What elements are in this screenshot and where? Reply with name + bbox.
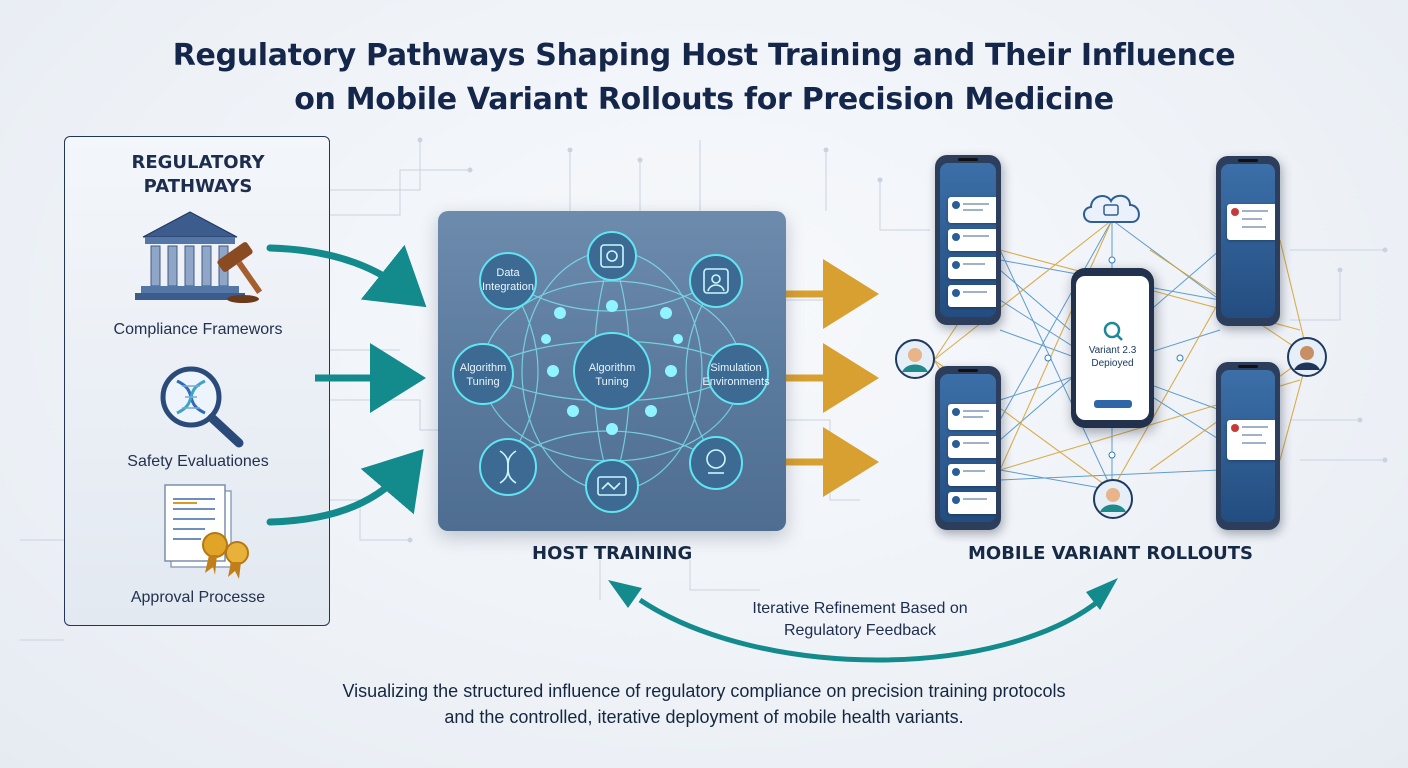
feedback-arrow-head-left: [608, 580, 642, 608]
node-algorithm-tuning-center: Algorithm Tuning: [557, 361, 667, 389]
courthouse-gavel-icon: [135, 211, 263, 303]
feedback-line-1: Iterative Refinement Based on: [752, 600, 968, 617]
caption-line-2: and the controlled, iterative deployment…: [444, 707, 964, 727]
center-phone-screen: Variant 2.3 Depioyed: [1076, 276, 1149, 420]
variant-version: Variant 2.3: [1088, 345, 1137, 356]
variant-logo-icon: [1103, 321, 1123, 341]
heading-line-1: REGULATORY: [131, 152, 265, 173]
feedback-arc: [638, 597, 1102, 663]
node-data-integration: Data Integration: [453, 266, 563, 294]
phone-bottom-left: [935, 366, 1001, 530]
variant-deployed: Depioyed: [1091, 358, 1134, 369]
node-2-line-2: Tuning: [466, 376, 500, 388]
user-avatar-left: [895, 339, 935, 379]
arrow-approval: [266, 449, 424, 526]
node-4-line-1: Simulation: [710, 362, 762, 374]
title-line-2: on Mobile Variant Rollouts for Precision…: [294, 82, 1114, 117]
feedback-arrow-head-right: [1086, 578, 1118, 610]
phone-bottom-right: [1216, 362, 1280, 530]
safety-evaluations-label: Safety Evaluationes: [127, 453, 269, 470]
user-avatar-right: [1287, 337, 1327, 377]
phone-top-right: [1216, 156, 1280, 326]
center-phone-variant: Variant 2.3 Depioyed: [1071, 268, 1154, 428]
mobile-variant-rollouts-label: MOBILE VARIANT ROLLOUTS: [968, 543, 1254, 564]
node-algorithm-tuning-left: Algorithm Tuning: [438, 361, 538, 389]
node-4-line-2: Environments: [702, 376, 770, 388]
variant-action-button[interactable]: [1094, 400, 1132, 408]
host-training-label: HOST TRAINING: [532, 543, 693, 564]
page-title: Regulatory Pathways Shaping Host Trainin…: [0, 34, 1408, 122]
arrow-compliance: [266, 244, 427, 308]
regulatory-pathways-heading: REGULATORY PATHWAYS: [65, 151, 331, 199]
variant-status: Variant 2.3 Depioyed: [1076, 344, 1149, 370]
title-line-1: Regulatory Pathways Shaping Host Trainin…: [172, 38, 1236, 73]
node-3-line-1: Algorithm: [588, 362, 636, 374]
user-avatar-bottom: [1093, 479, 1133, 519]
approval-process-label: Approval Processe: [130, 589, 266, 606]
compliance-frameworks-label: Compliance Framewors: [113, 321, 283, 338]
feedback-line-2: Regulatory Feedback: [783, 622, 937, 639]
caption-line-1: Visualizing the structured influence of …: [342, 681, 1066, 701]
node-3-line-2: Tuning: [595, 376, 629, 388]
phone-top-left: [935, 155, 1001, 325]
training-network: [452, 231, 769, 513]
caption: Visualizing the structured influence of …: [0, 678, 1408, 730]
node-1-line-1: Data: [496, 267, 520, 279]
node-simulation-environments: Simulation Environments: [681, 361, 786, 389]
heading-line-2: PATHWAYS: [143, 176, 253, 197]
dna-magnifier-icon: [160, 366, 244, 448]
node-1-line-2: Integration: [482, 281, 534, 293]
host-training-box: Data Integration Algorithm Tuning Algori…: [438, 211, 786, 531]
cloud-icon: [1083, 194, 1140, 223]
regulatory-pathways-panel: REGULATORY PATHWAYS Compliance Framewors: [64, 136, 330, 626]
feedback-text: Iterative Refinement Based on Regulatory…: [700, 598, 1020, 642]
certificate-document-icon: [164, 484, 249, 579]
node-2-line-1: Algorithm: [459, 362, 507, 374]
